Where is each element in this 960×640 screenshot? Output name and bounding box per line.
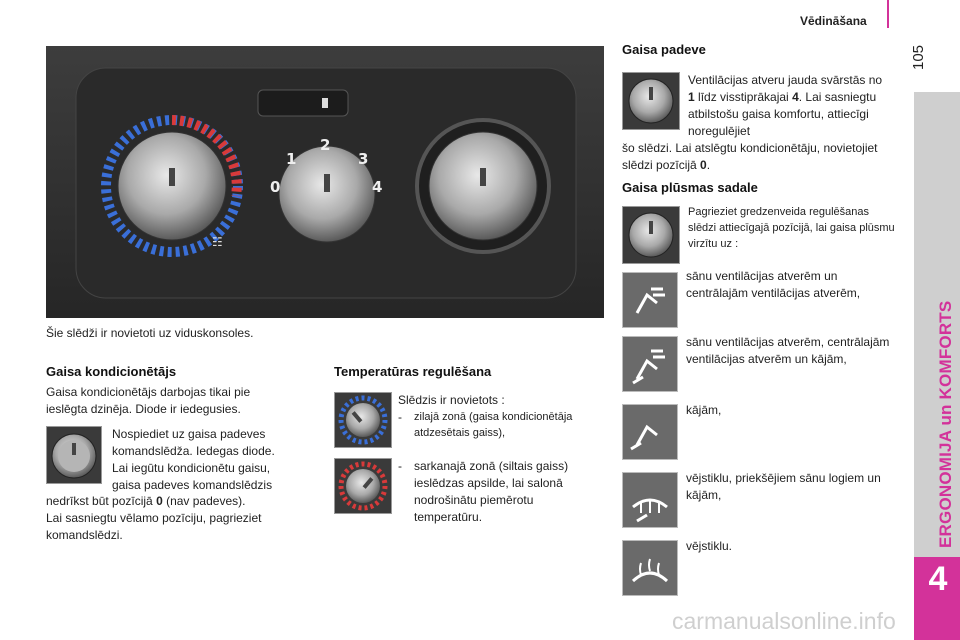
supply-heading: Gaisa padeve xyxy=(622,42,706,57)
fan-speed-knob: 1 2 3 0 4 xyxy=(270,136,382,243)
distribution-item-3: kājām, xyxy=(686,403,722,417)
svg-text:2: 2 xyxy=(320,136,330,154)
ac-text-1: Nospiediet uz gaisa padeves komandslēdža… xyxy=(112,427,275,492)
distribution-knob-thumbnail xyxy=(622,206,680,264)
section-title: Vēdināšana xyxy=(800,14,867,28)
air-distribution-knob xyxy=(415,118,551,254)
distribution-item-4: vējstiklu, priekšējiem sānu logiem un kā… xyxy=(686,471,881,502)
vent-face-feet-icon xyxy=(622,336,678,392)
watermark: carmanualsonline.info xyxy=(672,608,896,634)
distribution-intro: Pagrieziet gredzenveida regulēšanas slēd… xyxy=(688,206,895,250)
chapter-number: 4 xyxy=(928,560,948,598)
ac-text-3: Lai sasniegtu vēlamo pozīciju, pagriezie… xyxy=(46,511,262,542)
ac-intro: Gaisa kondicionētājs darbojas tikai pie … xyxy=(46,385,251,416)
temperature-item-1: zilajā zonā (gaisa kondicionētāja atdzes… xyxy=(414,411,573,439)
temperature-dash-1: - xyxy=(398,410,402,424)
page-number: 105 xyxy=(910,44,927,70)
ac-text-2: nedrīkst būt pozīcijā 0 (nav padeves). xyxy=(46,494,246,508)
distribution-item-5: vējstiklu. xyxy=(686,539,733,553)
windscreen-demist-icon xyxy=(622,540,678,596)
temperature-heading: Temperatūras regulēšana xyxy=(334,364,492,379)
console-photo: ☷ 1 2 3 0 4 xyxy=(46,46,604,318)
vent-feet-icon xyxy=(622,404,678,460)
temperature-knob: ☷ xyxy=(101,115,243,257)
temperature-blue-thumbnail xyxy=(334,392,392,448)
windscreen-feet-icon xyxy=(622,472,678,528)
distribution-item-2: sānu ventilācijas atverēm, centrālajām v… xyxy=(686,335,890,366)
temperature-item-2: sarkanajā zonā (siltais gaiss) ieslēdzas… xyxy=(414,459,569,524)
ac-heading: Gaisa kondicionētājs xyxy=(46,364,177,379)
supply-text-2: šo slēdzi. Lai atslēgtu kondicionētāju, … xyxy=(622,141,878,172)
vent-face-icon xyxy=(622,272,678,328)
svg-text:☷: ☷ xyxy=(212,235,223,249)
distribution-heading: Gaisa plūsmas sadale xyxy=(622,180,758,195)
ac-knob-thumbnail xyxy=(46,426,102,484)
distribution-item-1: sānu ventilācijas atverēm un centrālajām… xyxy=(686,269,861,300)
temperature-dash-2: - xyxy=(398,459,402,473)
temperature-red-thumbnail xyxy=(334,458,392,514)
svg-text:4: 4 xyxy=(372,178,382,196)
supply-text-1: Ventilācijas atveru jauda svārstās no 1 … xyxy=(688,73,883,138)
chapter-title: ERGONOMIJA un KOMFORTS xyxy=(936,300,955,548)
chapter-tab xyxy=(914,92,960,640)
header-divider xyxy=(887,0,889,28)
photo-caption: Šie slēdži ir novietoti uz viduskonsoles… xyxy=(46,326,254,340)
svg-text:1: 1 xyxy=(286,150,296,168)
fan-knob-thumbnail xyxy=(622,72,680,130)
svg-text:3: 3 xyxy=(358,150,368,168)
temperature-lead: Slēdzis ir novietots : xyxy=(398,393,505,407)
svg-text:0: 0 xyxy=(270,178,280,196)
